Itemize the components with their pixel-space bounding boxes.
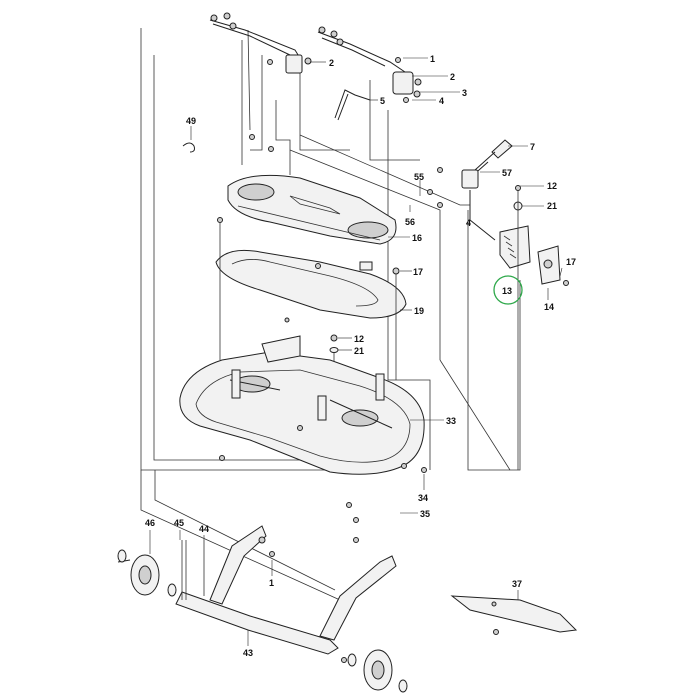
axle-bar-43	[175, 525, 397, 663]
callout-17: 17	[413, 267, 423, 277]
callout-1: 1	[430, 54, 435, 64]
mower-deck-33	[179, 335, 427, 475]
callout-4: 4	[439, 96, 444, 106]
callout-16: 16	[412, 233, 422, 243]
callout-21: 21	[547, 201, 557, 211]
callout-4: 4	[466, 218, 471, 228]
callout-46: 46	[145, 518, 155, 528]
callout-21: 21	[354, 346, 364, 356]
callout-2: 2	[329, 58, 334, 68]
callout-14: 14	[544, 302, 554, 312]
frame-lines	[140, 28, 521, 601]
callout-12: 12	[547, 181, 557, 191]
callout-1: 1	[269, 578, 274, 588]
callout-57: 57	[502, 168, 512, 178]
height-adjust-quadrant	[499, 185, 569, 470]
callout-labels: 1 2 2 3 4 5 49 7 57 55 56 4 12 21 16 17 …	[145, 54, 576, 658]
callout-56: 56	[405, 217, 415, 227]
callout-43: 43	[243, 648, 253, 658]
callout-49: 49	[186, 116, 196, 126]
wheels-46	[117, 540, 408, 693]
callout-45: 45	[174, 518, 184, 528]
belt-guard-19	[215, 249, 407, 319]
callout-12: 12	[354, 334, 364, 344]
callout-2: 2	[450, 72, 455, 82]
callout-17: 17	[566, 257, 576, 267]
callout-19: 19	[414, 306, 424, 316]
callout-13: 13	[502, 286, 512, 296]
highlight-ring	[493, 275, 523, 305]
callout-37: 37	[512, 579, 522, 589]
callout-3: 3	[462, 88, 467, 98]
callout-44: 44	[199, 524, 209, 534]
top-linkage	[209, 12, 422, 121]
callout-35: 35	[420, 509, 430, 519]
leader-lines	[149, 57, 563, 646]
clip-49	[182, 134, 274, 153]
callout-7: 7	[530, 142, 535, 152]
plate-37	[450, 595, 578, 635]
callout-55: 55	[414, 172, 424, 182]
deck-cover-16	[227, 174, 397, 245]
callout-34: 34	[418, 493, 428, 503]
callout-33: 33	[446, 416, 456, 426]
callout-5: 5	[380, 96, 385, 106]
